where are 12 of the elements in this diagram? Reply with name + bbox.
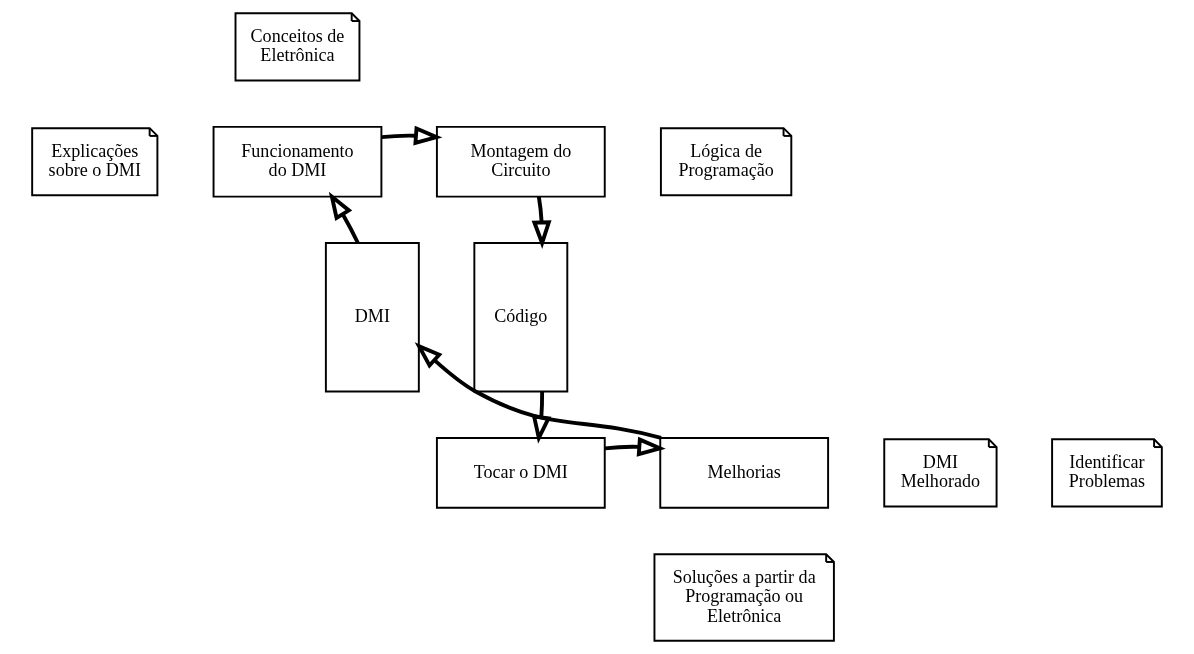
node-box: Tocar o DMI — [435, 437, 606, 509]
arrow — [381, 125, 443, 146]
node-box: Funcionamento do DMI — [212, 125, 383, 198]
node-box: Montagem do Circuito — [435, 125, 606, 198]
arrow — [531, 196, 552, 249]
node-box: Melhorias — [659, 437, 830, 509]
node-box: DMI — [324, 242, 420, 393]
node-box: Código — [473, 242, 569, 393]
arrow — [328, 191, 360, 244]
arrow — [604, 436, 666, 457]
arrow — [531, 391, 552, 444]
arrow — [414, 342, 662, 440]
